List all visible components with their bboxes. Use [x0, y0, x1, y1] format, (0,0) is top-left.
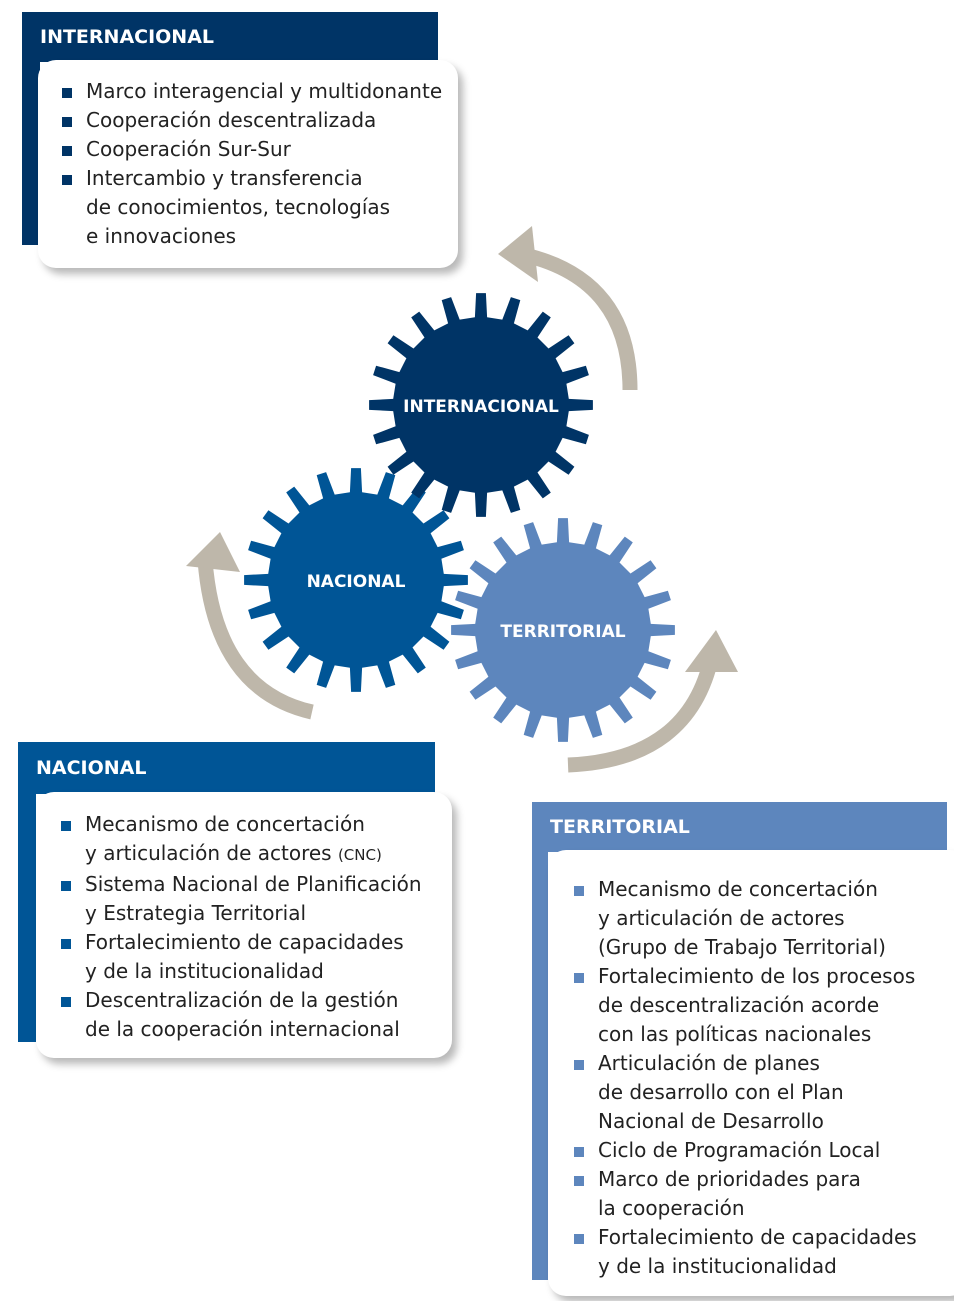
- nacional-gear-label: NACIONAL: [307, 572, 406, 592]
- gears: NACIONAL TERRITORIAL INTERNACIONAL: [244, 293, 675, 742]
- bullet-square-icon: [61, 997, 71, 1007]
- internacional-side-bar: [22, 12, 40, 245]
- list-item: Cooperación descentralizada: [62, 106, 458, 135]
- list-item: Cooperación Sur-Sur: [62, 135, 458, 164]
- bullet-square-icon: [574, 886, 584, 896]
- bullet-square-icon: [61, 939, 71, 949]
- internacional-title: INTERNACIONAL: [40, 26, 215, 48]
- bullet-square-icon: [574, 973, 584, 983]
- bullet-square-icon: [62, 175, 72, 185]
- internacional-card: Marco interagencial y multidonante Coope…: [38, 60, 458, 268]
- list-item: Fortalecimiento de capacidades y de la i…: [574, 1223, 954, 1281]
- nacional-side-bar: [18, 742, 36, 1042]
- nacional-gear-shape: [244, 468, 468, 692]
- list-item: Mecanismo de concertación y articulación…: [574, 875, 954, 962]
- nacional-title-bar: NACIONAL: [18, 742, 435, 794]
- bullet-square-icon: [62, 117, 72, 127]
- list-item: Intercambio y transferencia de conocimie…: [62, 164, 458, 251]
- list-item: Ciclo de Programación Local: [574, 1136, 954, 1165]
- nacional-title: NACIONAL: [36, 757, 147, 779]
- list-item: Mecanismo de concertación y articulación…: [61, 810, 452, 870]
- territorial-panel: TERRITORIAL Mecanismo de concertación y …: [532, 802, 954, 1301]
- bullet-square-icon: [61, 821, 71, 831]
- list-item: Marco interagencial y multidonante: [62, 77, 458, 106]
- territorial-gear: TERRITORIAL: [451, 518, 675, 742]
- territorial-card: Mecanismo de concertación y articulación…: [548, 850, 954, 1296]
- bullet-square-icon: [62, 146, 72, 156]
- bullet-square-icon: [574, 1060, 584, 1070]
- list-item: Articulación de planes de desarrollo con…: [574, 1049, 954, 1136]
- internacional-gear-shape: [369, 293, 593, 517]
- territorial-title-bar: TERRITORIAL: [532, 802, 947, 852]
- internacional-panel: INTERNACIONAL Marco interagencial y mult…: [22, 12, 458, 272]
- territorial-side-bar: [532, 802, 548, 1280]
- territorial-gear-shape: [451, 518, 675, 742]
- left-arrow: [197, 559, 314, 720]
- nacional-gear: NACIONAL: [244, 468, 468, 692]
- internacional-gear-label: INTERNACIONAL: [403, 397, 559, 417]
- list-item: Sistema Nacional de Planificación y Estr…: [61, 870, 452, 928]
- cnc-label: (CNC): [337, 846, 382, 864]
- bullet-square-icon: [574, 1234, 584, 1244]
- bullet-square-icon: [574, 1176, 584, 1186]
- nacional-panel: NACIONAL Mecanismo de concertación y art…: [18, 742, 454, 1062]
- top-right-arrow: [523, 247, 638, 391]
- cycle-arrows: [186, 226, 738, 773]
- bottom-right-arrowhead-icon: [685, 630, 738, 672]
- internacional-list: Marco interagencial y multidonante Coope…: [38, 60, 458, 251]
- list-item: Marco de prioridades para la cooperación: [574, 1165, 954, 1223]
- internacional-title-bar: INTERNACIONAL: [22, 12, 438, 62]
- territorial-gear-label: TERRITORIAL: [500, 622, 625, 642]
- list-item: Descentralización de la gestión de la co…: [61, 986, 452, 1044]
- list-item: Fortalecimiento de los procesos de desce…: [574, 962, 954, 1049]
- nacional-card: Mecanismo de concertación y articulación…: [36, 792, 452, 1058]
- nacional-list: Mecanismo de concertación y articulación…: [36, 792, 452, 1044]
- internacional-gear: INTERNACIONAL: [369, 293, 593, 517]
- left-arrowhead-icon: [186, 532, 240, 572]
- bullet-square-icon: [61, 881, 71, 891]
- top-right-arrowhead-icon: [498, 226, 538, 282]
- bullet-square-icon: [62, 88, 72, 98]
- territorial-list: Mecanismo de concertación y articulación…: [548, 850, 954, 1281]
- bullet-square-icon: [574, 1147, 584, 1157]
- bottom-right-arrow: [567, 653, 720, 773]
- territorial-title: TERRITORIAL: [550, 816, 690, 838]
- list-item: Fortalecimiento de capacidades y de la i…: [61, 928, 452, 986]
